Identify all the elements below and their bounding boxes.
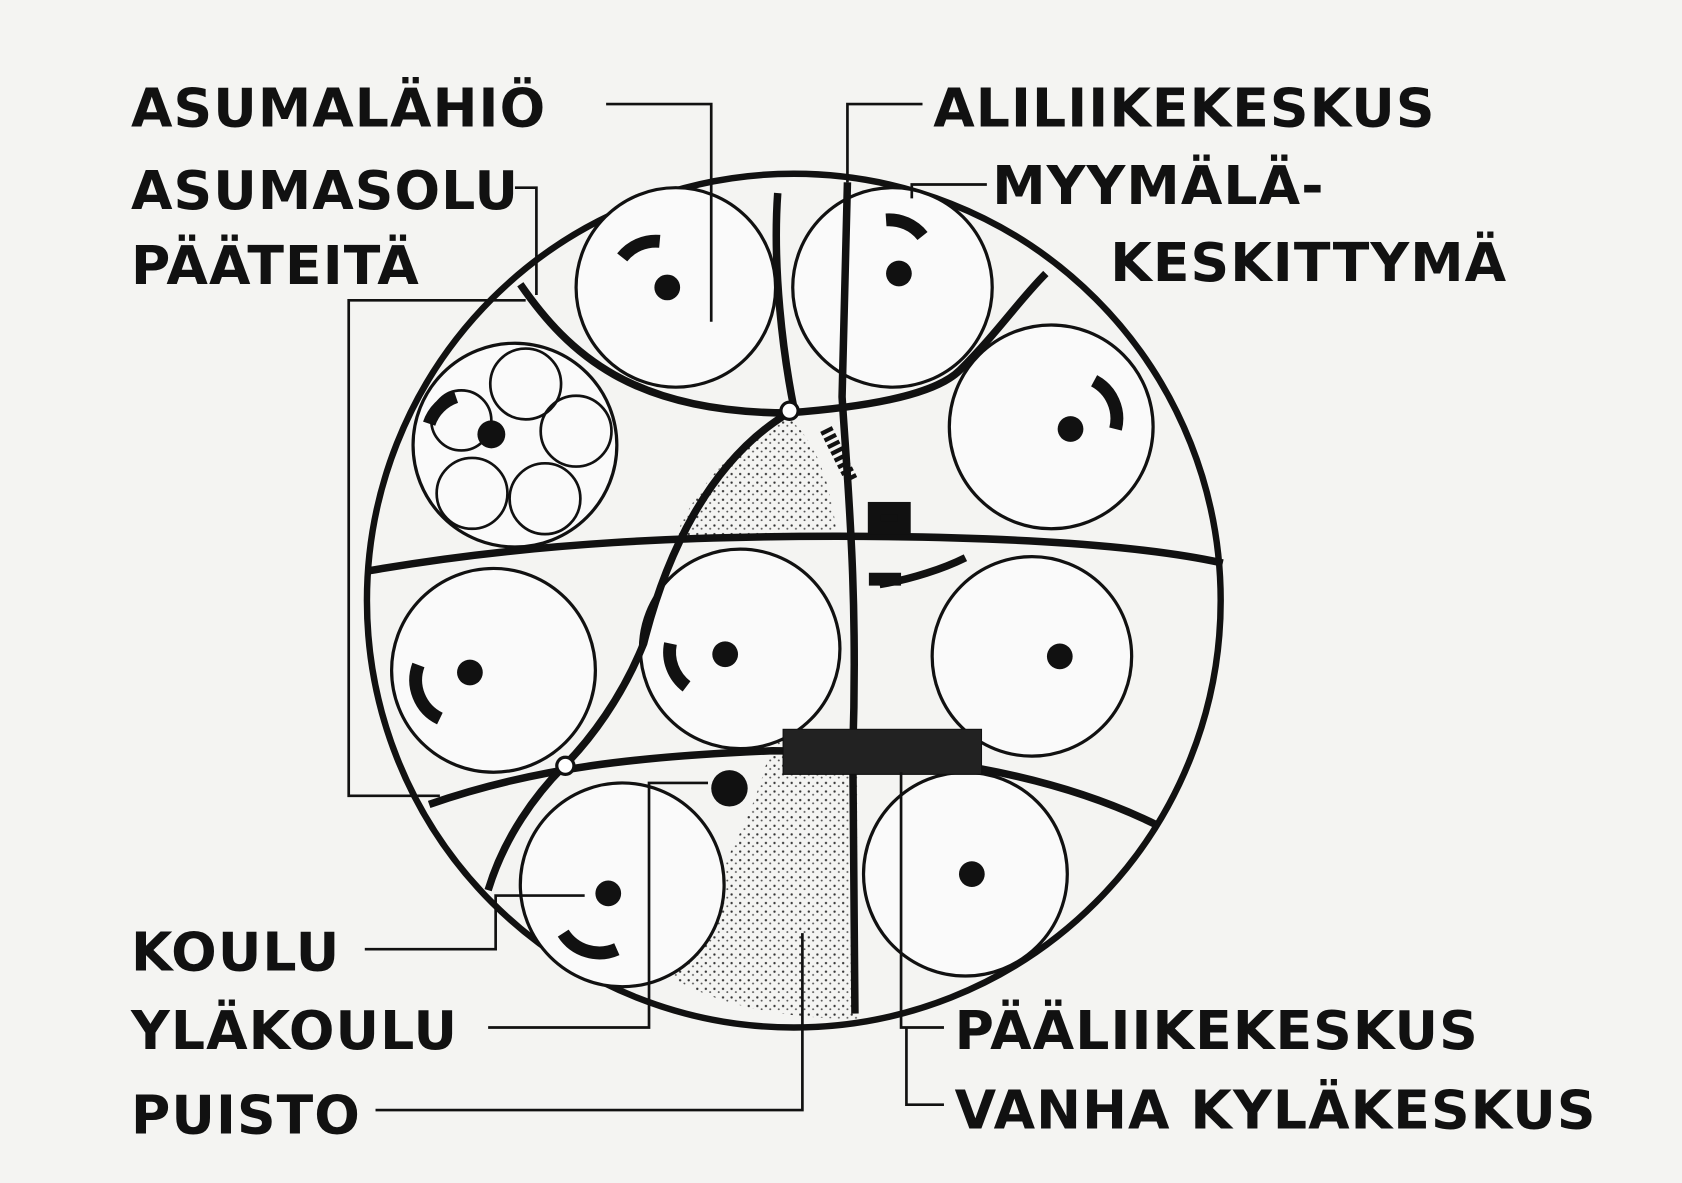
label-koulu: KOULU [131, 921, 340, 984]
neighbourhood-cell [947, 323, 1155, 531]
town-boundary-circle [363, 170, 1224, 1031]
label-keskittyma: KESKITTYMÄ [1110, 231, 1507, 294]
label-myymala: MYYMÄLÄ- [992, 154, 1324, 217]
label-puisto: PUISTO [131, 1084, 361, 1147]
label-paaliikekeskus: PÄÄLIIKEKESKUS [955, 999, 1479, 1062]
main-commercial-centre [782, 728, 983, 775]
road-network [369, 182, 1224, 1014]
park-area [654, 418, 859, 1019]
neighbourhood-cell [930, 555, 1134, 758]
residential-subcells [429, 347, 613, 536]
label-asumasolu: ASUMASOLU [131, 159, 519, 222]
neighbourhood-cell [390, 566, 597, 774]
junction [779, 400, 800, 421]
label-ylakoulu: YLÄKOULU [130, 999, 458, 1062]
label-paateita: PÄÄTEITÄ [131, 234, 420, 297]
label-asumalahio: ASUMALÄHIÖ [131, 77, 546, 140]
neighbourhood-cell [518, 781, 726, 989]
label-vanha-kylakeskus: VANHA KYLÄKESKUS [955, 1078, 1597, 1141]
junction [555, 755, 576, 776]
label-aliliikekeskus: ALILIIKEKESKUS [933, 77, 1435, 140]
school-dots [457, 260, 1084, 907]
shop-clusters [409, 213, 1124, 960]
leader-lines [347, 102, 987, 1112]
